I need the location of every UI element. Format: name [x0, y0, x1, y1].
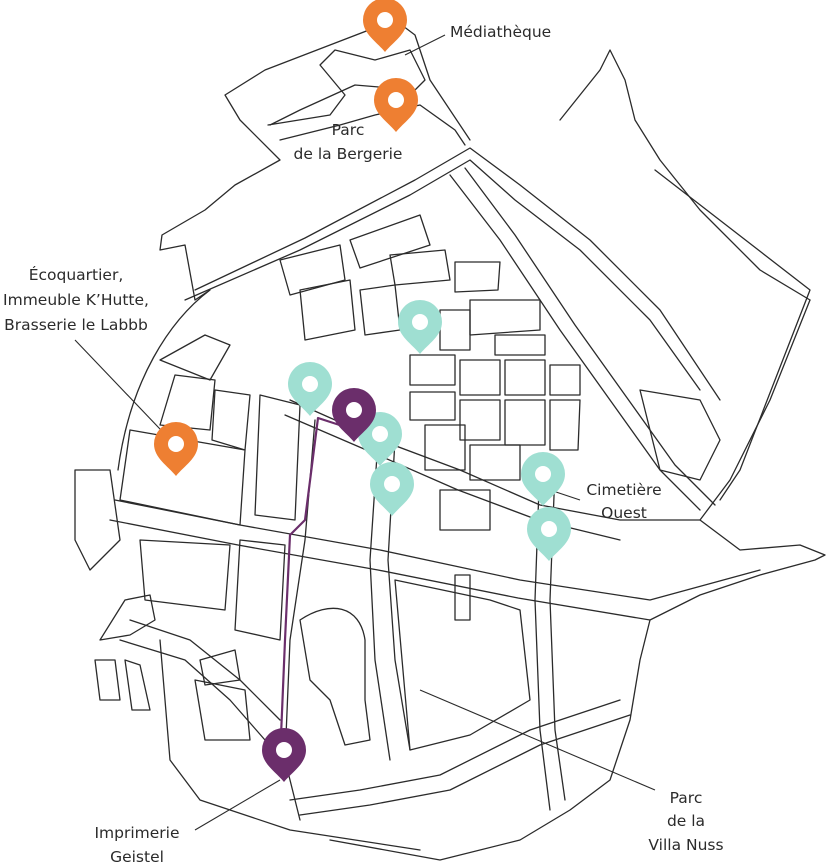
pin-hole — [346, 402, 362, 418]
label-cimetiere-line2: Ouest — [601, 504, 647, 522]
west-block-7 — [234, 539, 286, 641]
avenue-horizontal-b — [109, 519, 651, 621]
block-grid-j — [469, 444, 521, 481]
south-bottom-a — [289, 699, 621, 801]
block-row-4 — [454, 261, 501, 293]
markers-layer — [154, 0, 571, 782]
north-park-outline — [267, 49, 426, 126]
pin-hole — [535, 466, 551, 482]
mediatheque-leader — [404, 34, 446, 56]
block-grid-a — [409, 354, 456, 386]
label-parc-bergerie-line1: Parc — [332, 121, 365, 139]
pin-hole — [168, 436, 184, 452]
villa-nuss-leader — [419, 689, 656, 791]
east-boundary — [329, 299, 826, 861]
street-network — [74, 19, 826, 861]
label-imprimerie-line1: Imprimerie — [94, 824, 179, 842]
block-grid-i — [424, 424, 466, 471]
teal-marker-4[interactable] — [370, 462, 414, 516]
purple-marker-start[interactable] — [332, 388, 376, 442]
pin-hole — [377, 12, 393, 28]
block-row-1 — [279, 244, 346, 296]
pin-hole — [372, 426, 388, 442]
south-block-2 — [199, 649, 241, 686]
block-row-5 — [469, 299, 541, 336]
south-bottom-c — [159, 639, 421, 851]
label-imprimerie-line2: Geistel — [110, 848, 164, 866]
teal-marker-6[interactable] — [527, 507, 571, 561]
north-park-inner — [279, 104, 466, 146]
place-labels: Médiathèque Parc de la Bergerie Écoquart… — [3, 23, 724, 866]
parc-bergerie-marker[interactable] — [374, 78, 418, 132]
pin-hole — [388, 92, 404, 108]
avenue-diagonal-b — [284, 414, 621, 541]
outer-boundary — [117, 19, 471, 471]
label-ecoquartier-line1: Écoquartier, — [29, 265, 124, 284]
label-ecoquartier-line2: Immeuble K’Hutte, — [3, 291, 149, 309]
east-diagonal — [449, 174, 701, 511]
block-row-7 — [359, 284, 401, 336]
pin-hole — [384, 476, 400, 492]
block-row-9 — [494, 334, 546, 356]
block-grid-e — [409, 391, 456, 421]
south-loop — [299, 607, 371, 746]
south-stub-3 — [99, 594, 156, 641]
label-mediatheque: Médiathèque — [450, 23, 551, 41]
label-villa-nuss-line3: Villa Nuss — [648, 836, 723, 854]
block-grid-f — [459, 399, 501, 441]
villa-nuss-park — [394, 579, 531, 751]
imprimerie-marker[interactable] — [262, 728, 306, 782]
teal-marker-1[interactable] — [398, 300, 442, 354]
cemetery-inner — [639, 389, 721, 481]
block-row-3 — [389, 249, 451, 286]
south-block-1 — [194, 679, 251, 741]
block-grid-g — [504, 399, 546, 446]
label-villa-nuss-line2: de la — [667, 812, 705, 830]
northeast-edge — [559, 49, 811, 301]
pin-hole — [541, 521, 557, 537]
block-grid-k — [439, 489, 491, 531]
rail-line — [454, 574, 471, 621]
imprimerie-leader — [194, 779, 281, 831]
south-stub-2 — [124, 659, 151, 711]
south-stub-1 — [94, 659, 121, 701]
west-block-6 — [254, 394, 301, 521]
block-row-6 — [299, 279, 356, 341]
mediatheque-marker[interactable] — [363, 0, 407, 52]
north-road-b — [194, 147, 721, 401]
label-ecoquartier-line3: Brasserie le Labbb — [4, 316, 148, 334]
west-block-2 — [159, 374, 216, 431]
teal-marker-2[interactable] — [288, 362, 332, 416]
south-road-a — [129, 619, 281, 721]
east-diagonal-b — [464, 167, 716, 506]
west-block-8 — [74, 469, 121, 571]
teal-marker-5[interactable] — [521, 452, 565, 506]
block-grid-c — [504, 359, 546, 396]
south-bottom-b — [299, 714, 631, 816]
block-grid-h — [549, 399, 581, 451]
ecoquartier-marker[interactable] — [154, 422, 198, 476]
avenue-vertical-mid — [369, 439, 391, 761]
west-block-3 — [211, 389, 251, 451]
label-parc-bergerie-line2: de la Bergerie — [294, 145, 403, 163]
pin-hole — [302, 376, 318, 392]
north-road-a — [184, 159, 701, 391]
west-block-1 — [159, 334, 231, 381]
block-grid-b — [459, 359, 501, 396]
west-block-5 — [139, 539, 231, 611]
itinerary-route — [278, 416, 356, 761]
block-row-8 — [439, 309, 471, 351]
block-row-2 — [349, 214, 431, 269]
pin-hole — [276, 742, 292, 758]
cemetery-outline — [654, 169, 811, 501]
label-cimetiere-line1: Cimetière — [586, 481, 661, 499]
pin-hole — [412, 314, 428, 330]
label-villa-nuss-line1: Parc — [670, 789, 703, 807]
avenue-horizontal — [114, 499, 761, 601]
block-grid-d — [549, 364, 581, 396]
